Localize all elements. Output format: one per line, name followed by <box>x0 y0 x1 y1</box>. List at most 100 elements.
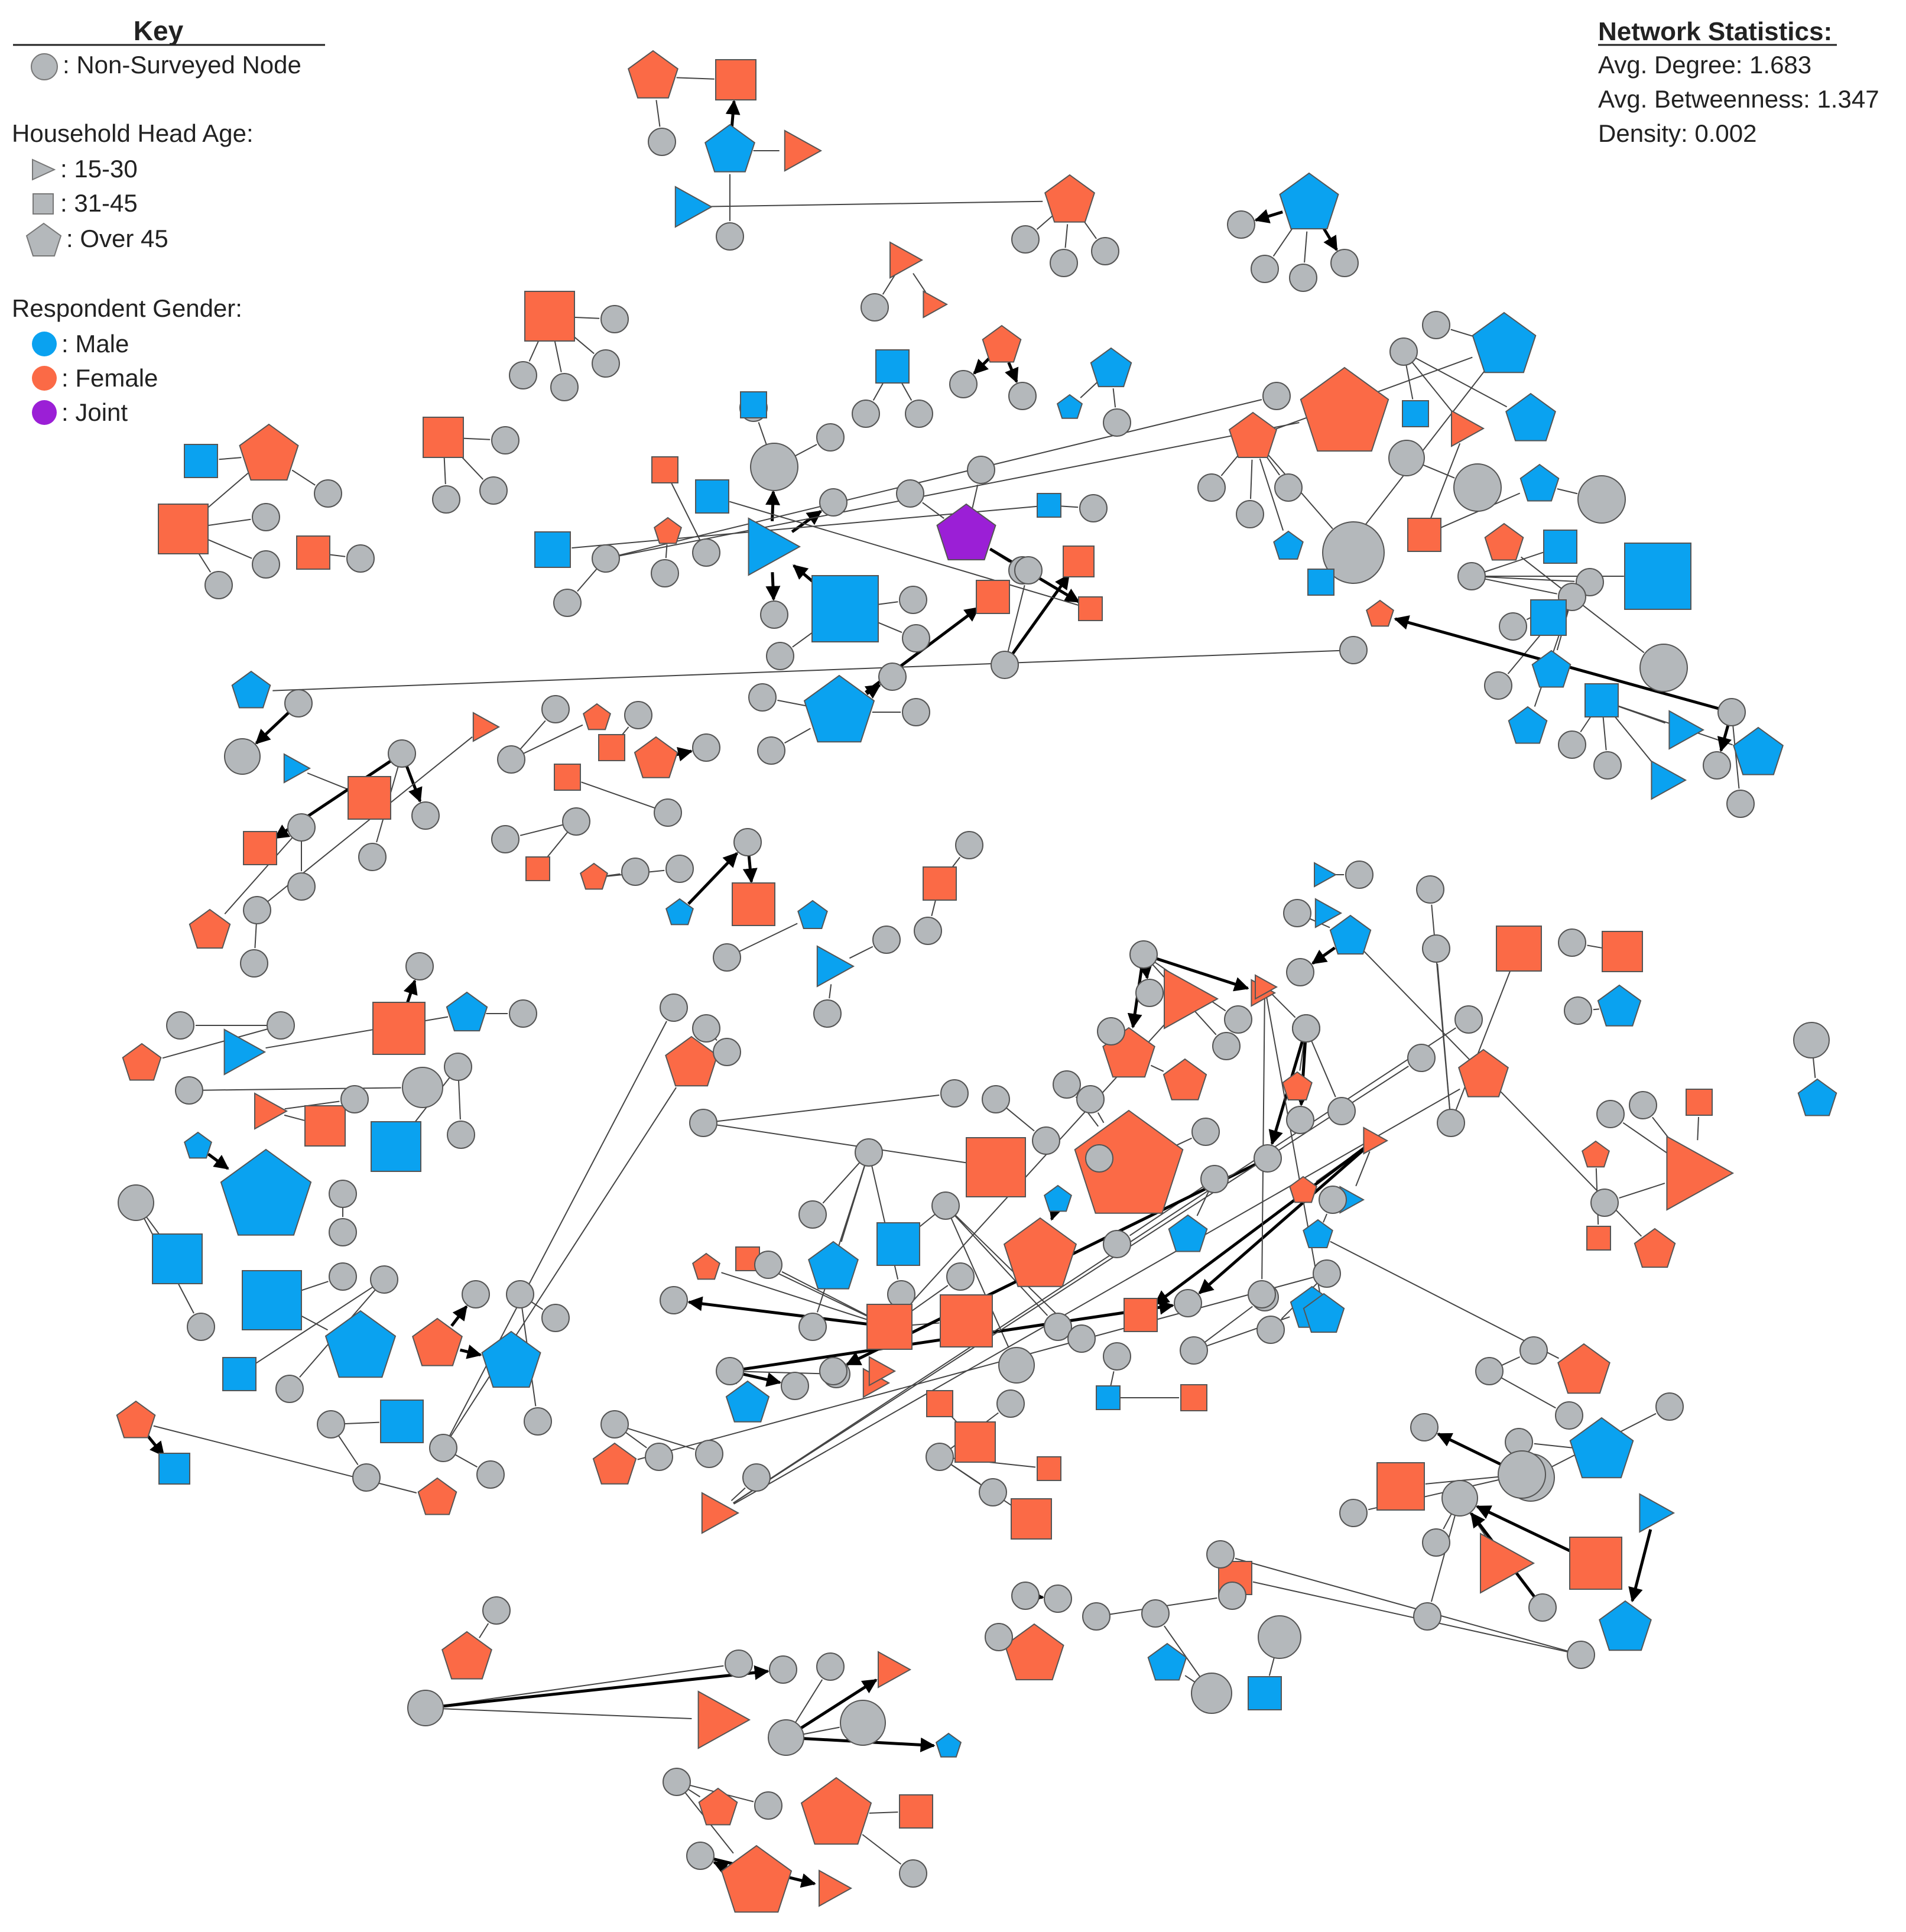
non-surveyed-circle-node <box>1292 1014 1320 1043</box>
network-edge <box>1534 1443 1573 1449</box>
network-edge <box>829 984 832 999</box>
female-pentagon-node <box>665 1035 718 1087</box>
network-edge <box>479 1623 489 1638</box>
non-surveyed-circle-node <box>1103 1342 1131 1371</box>
network-edge <box>953 1214 1048 1316</box>
non-surveyed-circle-node <box>1254 1144 1282 1173</box>
network-edge <box>1697 1116 1699 1141</box>
non-surveyed-circle-node <box>287 813 316 842</box>
non-surveyed-circle-node <box>370 1265 398 1294</box>
non-surveyed-circle-node <box>1319 1186 1347 1214</box>
non-surveyed-circle-node <box>1558 928 1586 957</box>
network-edge <box>1450 329 1476 338</box>
non-surveyed-circle-node <box>1248 1280 1276 1308</box>
non-surveyed-circle-node <box>1454 1005 1483 1034</box>
male-pentagon-node <box>184 1131 212 1159</box>
network-edge <box>254 1285 375 1365</box>
male-pentagon-node <box>935 1732 962 1758</box>
network-edge <box>1220 454 1239 476</box>
network-edge <box>1454 970 1511 1112</box>
female-pentagon-node <box>189 908 231 949</box>
male-pentagon-node <box>725 1380 770 1423</box>
female-pentagon-node <box>239 423 299 481</box>
legend-square-icon <box>33 193 54 215</box>
female-square-node <box>966 1137 1026 1197</box>
non-surveyed-circle-node <box>757 736 785 765</box>
non-surveyed-circle-node <box>1141 1599 1170 1628</box>
network-edge <box>519 824 565 836</box>
non-surveyed-circle-node <box>1437 1109 1465 1137</box>
network-edge <box>733 1088 1460 1505</box>
non-surveyed-circle-node <box>1044 1313 1072 1341</box>
male-square-node <box>222 1357 256 1391</box>
non-surveyed-circle-node <box>716 1357 744 1385</box>
female-square-node <box>554 764 581 791</box>
female-triangle-node <box>701 1492 740 1534</box>
network-edge <box>522 724 583 755</box>
non-surveyed-circle-node <box>816 1652 845 1681</box>
network-edge <box>443 455 446 485</box>
non-surveyed-circle-node <box>1274 473 1303 502</box>
network-edge <box>327 554 346 557</box>
female-pentagon-node <box>1484 522 1524 561</box>
network-edge <box>291 469 316 486</box>
network-edge <box>715 1124 966 1164</box>
network-edge <box>637 1276 1316 1460</box>
network-edge <box>448 1021 667 1438</box>
non-surveyed-circle-node <box>819 1357 848 1385</box>
non-surveyed-circle-node <box>491 825 519 853</box>
non-surveyed-circle-node <box>998 1347 1035 1384</box>
female-triangle-node <box>1255 974 1278 1000</box>
female-pentagon-node <box>1163 1058 1207 1100</box>
network-edge <box>1299 1040 1305 1071</box>
non-surveyed-circle-node <box>284 689 313 717</box>
network-edge-directed <box>146 1434 165 1457</box>
non-surveyed-circle-node <box>509 999 537 1028</box>
network-edge <box>343 1421 379 1425</box>
female-pentagon-node <box>1366 599 1394 627</box>
male-square-node <box>1307 569 1334 596</box>
network-edge-directed <box>1198 1147 1366 1294</box>
male-triangle-node <box>1668 710 1705 750</box>
female-square-node <box>372 1002 426 1055</box>
legend-title: Key <box>134 15 184 46</box>
non-surveyed-circle-node <box>1322 521 1385 584</box>
non-surveyed-circle-node <box>872 926 901 954</box>
non-surveyed-circle-node <box>1044 1584 1072 1613</box>
non-surveyed-circle-node <box>1590 1189 1619 1217</box>
non-surveyed-circle-node <box>1011 1582 1040 1610</box>
non-surveyed-circle-node <box>861 293 889 322</box>
legend-female-label: : Female <box>61 364 158 392</box>
network-edge <box>1059 505 1079 508</box>
network-edge <box>1812 1056 1816 1078</box>
female-square-node <box>1063 545 1095 577</box>
legend-age-15-30-label: : 15-30 <box>60 155 138 183</box>
non-surveyed-circle-node <box>754 1791 782 1820</box>
male-triangle-node <box>816 945 855 988</box>
male-pentagon-node <box>1505 392 1556 441</box>
network-edge <box>1430 1513 1456 1602</box>
network-edge <box>721 1272 871 1321</box>
non-surveyed-circle-node <box>402 1067 443 1108</box>
female-square-node <box>1180 1384 1207 1411</box>
non-surveyed-circle-node <box>878 663 907 691</box>
non-surveyed-circle-node <box>1079 494 1108 522</box>
network-edge <box>715 1095 940 1122</box>
network-edge <box>676 77 715 80</box>
non-surveyed-circle-node <box>899 586 927 614</box>
male-square-node <box>1530 599 1567 636</box>
network-edge <box>203 537 252 559</box>
network-edge <box>284 1100 340 1110</box>
network-edge <box>1355 1151 1371 1187</box>
male-triangle-node <box>1651 760 1687 800</box>
network-edge <box>606 873 621 876</box>
non-surveyed-circle-node <box>1103 408 1131 437</box>
legend-non-surveyed-label: : Non-Surveyed Node <box>63 51 301 79</box>
legend-joint-icon <box>32 400 57 425</box>
network-edge <box>449 1087 677 1439</box>
female-triangle-node <box>923 290 949 319</box>
non-surveyed-circle-node <box>1050 249 1078 277</box>
non-surveyed-circle-node <box>187 1313 215 1341</box>
network-edge-directed <box>1437 1433 1504 1467</box>
